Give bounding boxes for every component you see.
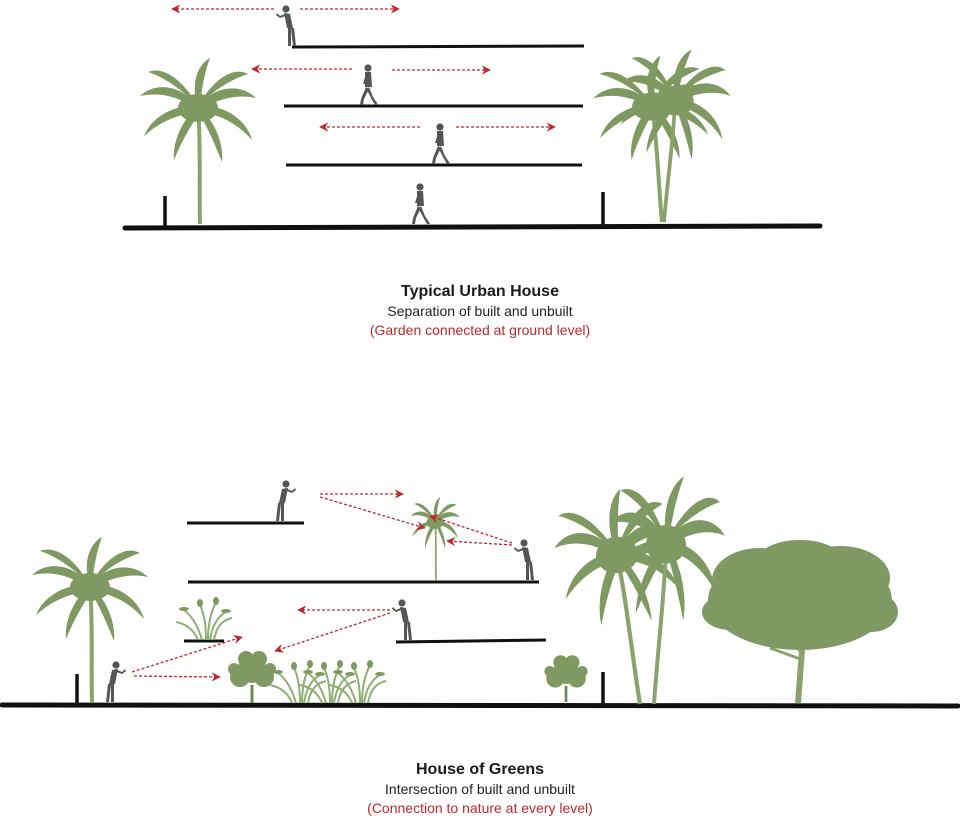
arrow-to-terrace-palm [446,536,513,547]
arrow-to-shrub [133,672,221,682]
leaning-person-icon [276,480,296,521]
diagram-note: (Connection to nature at every level) [367,800,593,816]
diagram-typical-urban-house [122,4,823,231]
walking-person-icon [360,64,378,105]
walking-person-icon [432,123,450,164]
shrub-icon [226,649,278,705]
leaning-person-icon [392,599,412,640]
arrow-to-planter [131,635,243,673]
ground-line [0,702,960,709]
caption-house-of-greens: House of Greens Intersection of built an… [0,760,960,818]
caption-typical-urban-house: Typical Urban House Separation of built … [0,282,960,340]
diagram-subtitle: Separation of built and unbuilt [387,303,573,319]
diagram-title: Typical Urban House [401,283,559,300]
palm-tree-icon [30,535,150,705]
leaning-person-icon [106,661,126,702]
arrow-to-terrace-palm [429,514,513,544]
leaning-person-icon [276,5,296,46]
arrow-to-courtyard [274,612,391,653]
leaning-person-icon [514,539,534,580]
floor-slab-lower [395,638,547,644]
arrow-to-terrace-palm [319,496,426,531]
ground-line [122,223,823,231]
diagram-title: House of Greens [415,761,545,778]
palm-tree-icon [138,56,258,226]
grass-icon [269,659,387,704]
diagram-note: (Garden connected at ground level) [369,322,591,338]
shrub-icon [543,653,589,704]
diagram-subtitle: Intersection of built and unbuilt [385,781,575,797]
diagram-house-of-greens [0,471,960,713]
terrace-palm-icon [409,496,461,581]
double-palm-tree-icon [588,43,736,228]
walking-person-icon [412,183,430,224]
canopy-tree-icon [702,540,898,704]
floor-slab-top [291,44,585,49]
grass-icon [175,596,233,641]
